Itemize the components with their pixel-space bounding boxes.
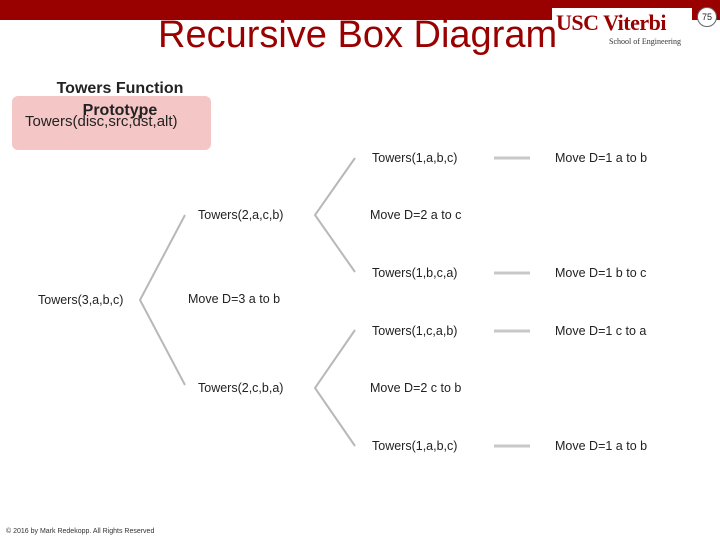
prototype-signature: Towers(disc,src,dst,alt): [25, 113, 178, 130]
header-bar: [0, 0, 720, 20]
bottom-branch-call: Towers(2,c,b,a): [198, 381, 284, 395]
page-number: 75: [697, 7, 717, 27]
copyright-footer: © 2016 by Mark Redekopp. All Rights Rese…: [6, 528, 155, 535]
logo-main-text: USC Viterbi: [556, 10, 667, 35]
leaf-call-2: Towers(1,b,c,a): [372, 266, 458, 280]
bottom-branch-bracket: [313, 329, 356, 447]
logo-sub-text: School of Engineering: [609, 37, 681, 46]
leaf-call-1: Towers(1,a,b,c): [372, 151, 458, 165]
top-branch-move: Move D=2 a to c: [370, 208, 462, 222]
top-branch-bracket: [313, 157, 356, 273]
leaf-move-2: Move D=1 b to c: [555, 266, 647, 280]
leaf-move-3: Move D=1 c to a: [555, 324, 647, 338]
prototype-label: Towers Function Prototype: [56, 80, 184, 119]
prototype-box: [12, 96, 211, 150]
top-branch-call: Towers(2,a,c,b): [198, 208, 284, 222]
slide-title: Recursive Box Diagram: [158, 14, 558, 56]
leaf-call-4: Towers(1,a,b,c): [372, 439, 458, 453]
leaf-call-3: Towers(1,c,a,b): [372, 324, 458, 338]
bottom-branch-move: Move D=2 c to b: [370, 381, 462, 395]
usc-viterbi-logo: USC Viterbi School of Engineering: [552, 8, 692, 48]
leaf-move-4: Move D=1 a to b: [555, 439, 648, 453]
root-move: Move D=3 a to b: [188, 292, 281, 306]
leaf-move-1: Move D=1 a to b: [555, 151, 648, 165]
root-bracket: [138, 214, 186, 386]
root-call: Towers(3,a,b,c): [38, 293, 124, 307]
